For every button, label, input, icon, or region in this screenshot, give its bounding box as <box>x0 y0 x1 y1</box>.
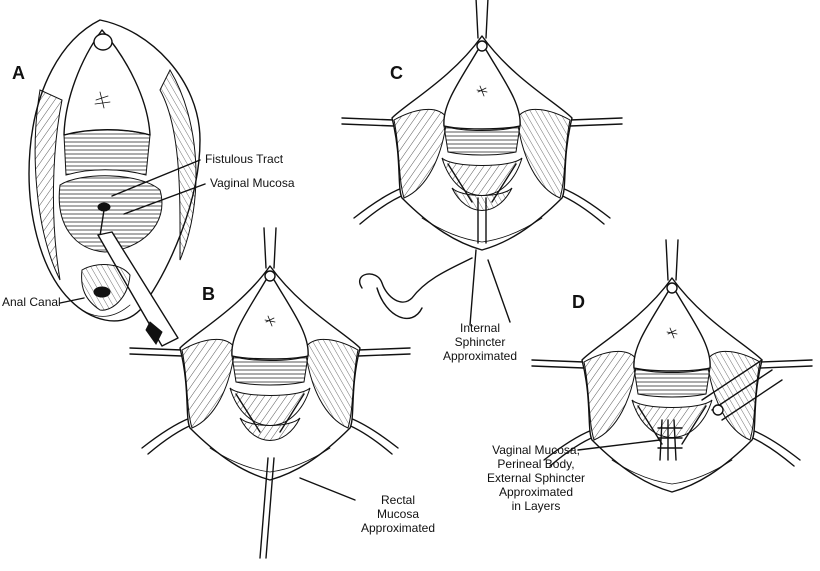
label-line: Vaginal Mucosa, <box>492 443 580 457</box>
label-internal-sphincter-approximated: Internal Sphincter Approximated <box>433 321 527 363</box>
label-line: Approximated <box>360 521 436 535</box>
leader-lines <box>59 159 661 501</box>
label-line: Sphincter <box>454 335 506 349</box>
label-vaginal-mucosa: Vaginal Mucosa <box>210 176 295 190</box>
label-rectal-mucosa-approximated: Rectal Mucosa Approximated <box>355 493 441 535</box>
label-line: Approximated <box>442 349 518 363</box>
label-line: Rectal <box>380 493 415 507</box>
panel-a-drawing <box>28 19 201 347</box>
panel-c-drawing <box>341 0 623 319</box>
panel-letter-a: A <box>12 63 25 83</box>
label-line: External Sphincter <box>486 471 586 485</box>
label-line: Mucosa <box>376 507 420 521</box>
label-anal-canal: Anal Canal <box>2 295 61 309</box>
label-fistulous-tract: Fistulous Tract <box>205 152 284 166</box>
label-line: Internal <box>459 321 501 335</box>
label-line: in Layers <box>511 499 561 513</box>
label-line: Perineal Body, <box>497 457 575 471</box>
panel-letter-d: D <box>572 292 585 312</box>
panel-letter-b: B <box>202 284 215 304</box>
label-vaginal-mucosa-perineal-body-external-sphincter: Vaginal Mucosa, Perineal Body, External … <box>476 443 596 513</box>
panel-letter-c: C <box>390 63 403 83</box>
panel-d-drawing <box>531 239 813 493</box>
panel-b-drawing <box>129 227 411 559</box>
label-line: Approximated <box>498 485 574 499</box>
